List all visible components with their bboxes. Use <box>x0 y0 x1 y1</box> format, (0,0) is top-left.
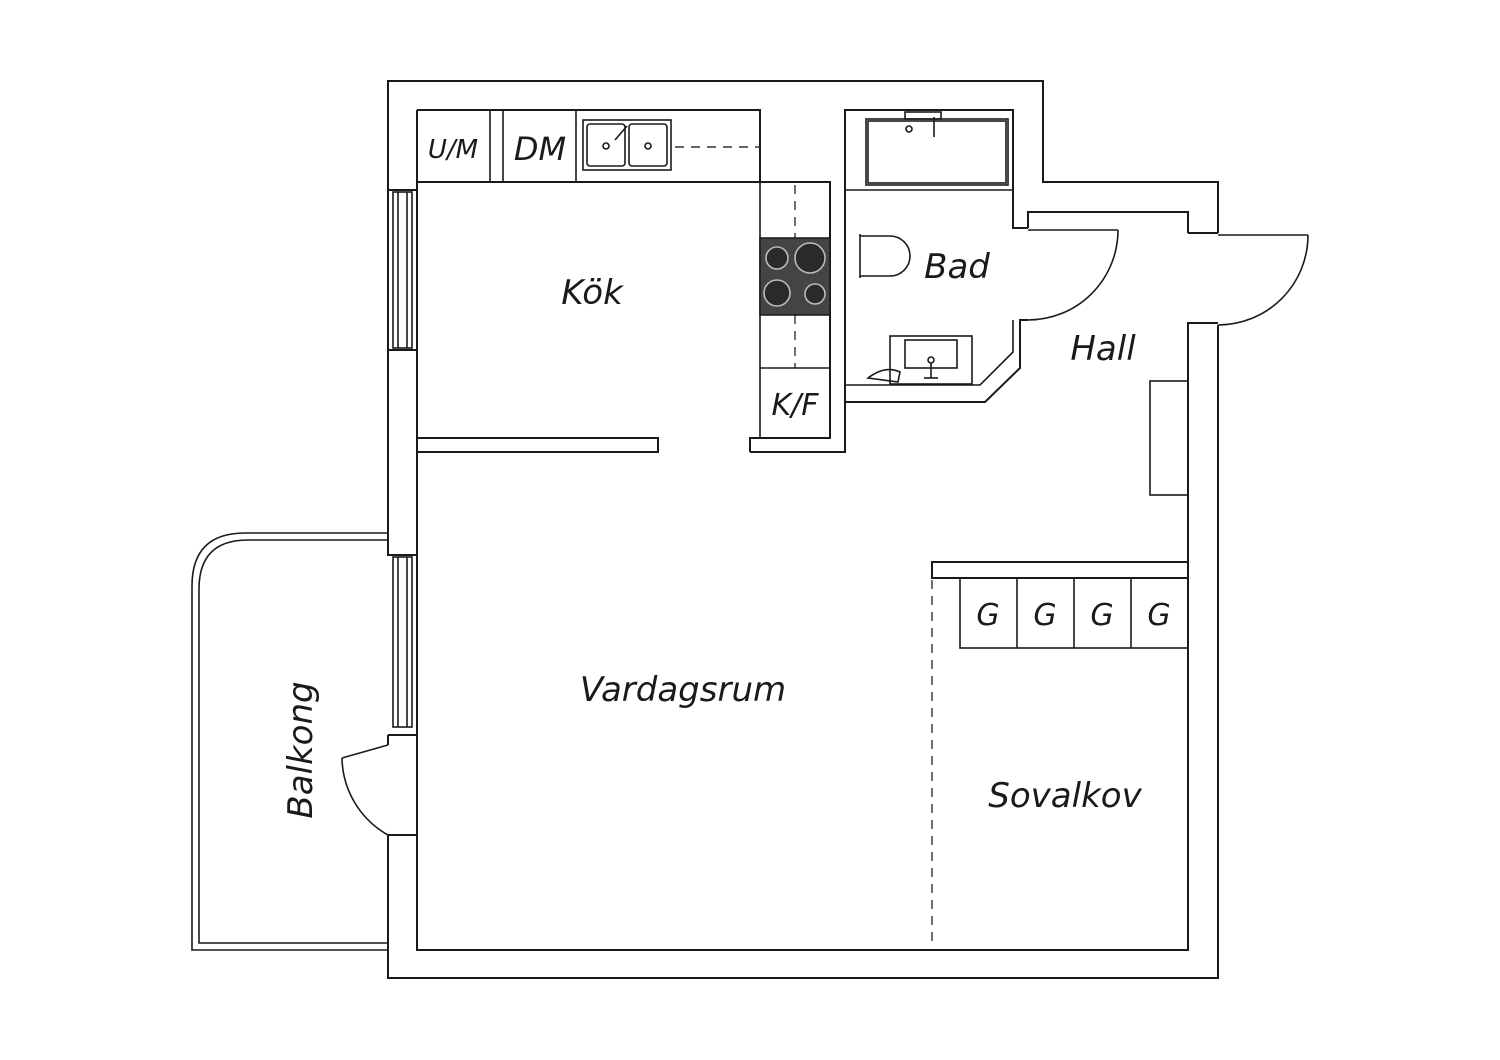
wardrobe-label: G <box>1033 598 1056 633</box>
room-label-living-room: Vardagsrum <box>580 670 786 710</box>
washbasin-icon <box>865 335 973 385</box>
dishwasher-label: DM <box>514 130 566 168</box>
washer-dryer-label: U/M <box>428 135 478 165</box>
fridge-freezer-label: K/F <box>771 388 819 423</box>
room-label-sleeping-alcove: Sovalkov <box>988 776 1142 816</box>
hall-shelf <box>1149 380 1189 496</box>
room-label-kitchen: Kök <box>561 273 624 313</box>
room-label-balcony: Balkong <box>281 681 321 818</box>
wardrobe-label: G <box>1090 598 1113 633</box>
wardrobe-label: G <box>1147 598 1170 633</box>
bathroom-walls <box>845 189 1014 386</box>
window-living-room <box>392 556 413 728</box>
room-label-hall: Hall <box>1070 329 1136 369</box>
room-label-bathroom: Bad <box>924 247 990 287</box>
outer-walls <box>387 80 1219 979</box>
wardrobes <box>959 577 1189 649</box>
window-kitchen <box>392 191 413 349</box>
bathroom-door[interactable] <box>1027 229 1119 321</box>
kitchen-sink <box>582 119 672 171</box>
toilet-icon <box>859 234 911 278</box>
balcony-door[interactable] <box>341 744 389 836</box>
stove-icon <box>759 237 831 316</box>
entrance-door[interactable] <box>1217 234 1309 326</box>
bathtub-icon <box>865 111 1009 186</box>
kitchen-walls <box>417 109 1028 453</box>
wardrobe-label: G <box>976 598 999 633</box>
balcony-outline <box>191 532 388 951</box>
